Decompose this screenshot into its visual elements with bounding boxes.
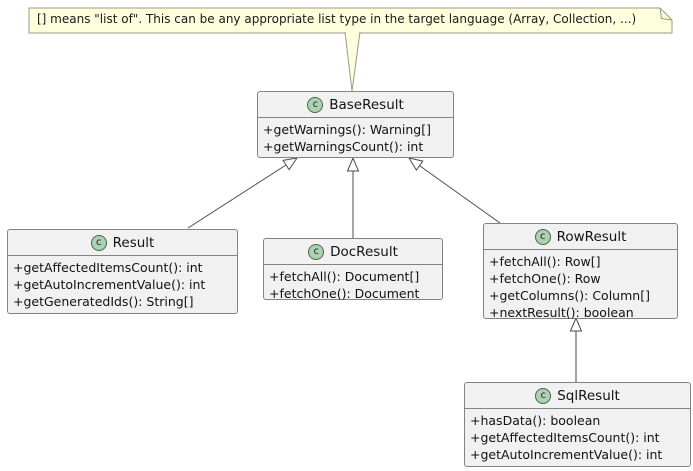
- method-label: +getAffectedItemsCount(): int: [470, 430, 660, 445]
- class-methods: +fetchAll(): Document[] +fetchOne(): Docu…: [264, 265, 442, 304]
- class-title: c SqlResult: [465, 383, 690, 409]
- hollow-triangle-icon: [346, 156, 360, 172]
- method-label: +hasData(): boolean: [470, 413, 601, 428]
- class-name: RowResult: [556, 228, 627, 245]
- method-label: +fetchOne(): Row: [489, 271, 601, 286]
- method-label: +getColumns(): Column[]: [489, 288, 650, 303]
- class-box-result: c Result +getAffectedItemsCount(): int+g…: [7, 229, 238, 314]
- method-label: +getAffectedItemsCount(): int: [13, 260, 203, 275]
- method-label: +nextResult(): boolean: [489, 305, 634, 320]
- method-label: +getAutoIncrementValue(): int: [470, 447, 663, 462]
- class-circle-icon: c: [307, 96, 324, 113]
- method-label: +getAutoIncrementValue(): int: [13, 277, 206, 292]
- note-tail: [344, 31, 361, 92]
- hollow-triangle-icon: [407, 157, 424, 172]
- class-methods: +hasData(): boolean +getAffectedItemsCoun…: [465, 409, 690, 465]
- class-name: SqlResult: [557, 387, 620, 404]
- class-circle-icon: c: [534, 228, 551, 245]
- method-label: +getWarningsCount(): int: [263, 139, 424, 154]
- class-methods: +fetchAll(): Row[] +fetchOne(): Row +getCo…: [484, 250, 677, 323]
- class-box-baseresult: c BaseResult +getWarnings(): Warning[]+g…: [257, 91, 454, 158]
- class-box-rowresult: c RowResult +fetchAll(): Row[] +fetchOne(…: [483, 223, 678, 320]
- hollow-triangle-icon: [282, 157, 299, 171]
- method-label: +fetchAll(): Row[]: [489, 254, 601, 269]
- class-name: Result: [112, 234, 155, 251]
- class-methods: +getAffectedItemsCount(): int +getAutoInc…: [8, 256, 237, 312]
- method-label: +getWarnings(): Warning[]: [263, 122, 431, 137]
- class-title: c RowResult: [484, 224, 677, 250]
- method-label: +fetchAll(): Document[]: [269, 269, 420, 284]
- class-title: c BaseResult: [258, 92, 453, 118]
- class-circle-icon: c: [535, 387, 552, 404]
- class-title: c DocResult: [264, 239, 442, 265]
- class-circle-icon: c: [308, 243, 325, 260]
- class-title: c Result: [8, 230, 237, 256]
- class-name: DocResult: [330, 243, 398, 260]
- class-box-docresult: c DocResult +fetchAll(): Document[]+fetc…: [263, 238, 443, 301]
- inheritance-arrow-docresult-baseresult: [346, 156, 360, 238]
- class-box-sqlresult: c SqlResult +hasData(): boolean +getAffec…: [464, 382, 691, 467]
- inheritance-arrow-sqlresult-rowresult: [569, 316, 583, 382]
- class-circle-icon: c: [90, 234, 107, 251]
- method-label: +fetchOne(): Document: [269, 286, 420, 301]
- class-methods: +getWarnings(): Warning[] +getWarningsCou…: [258, 118, 453, 157]
- inheritance-arrow-rowresult-baseresult: [407, 157, 501, 224]
- inheritance-arrow-result-baseresult: [187, 157, 299, 229]
- method-label: +getGeneratedIds(): String[]: [13, 294, 194, 309]
- note-fold-icon: [659, 7, 673, 21]
- hollow-triangle-icon: [569, 316, 583, 332]
- class-name: BaseResult: [329, 96, 404, 113]
- note-text: [] means "list of". This can be any appr…: [37, 12, 637, 26]
